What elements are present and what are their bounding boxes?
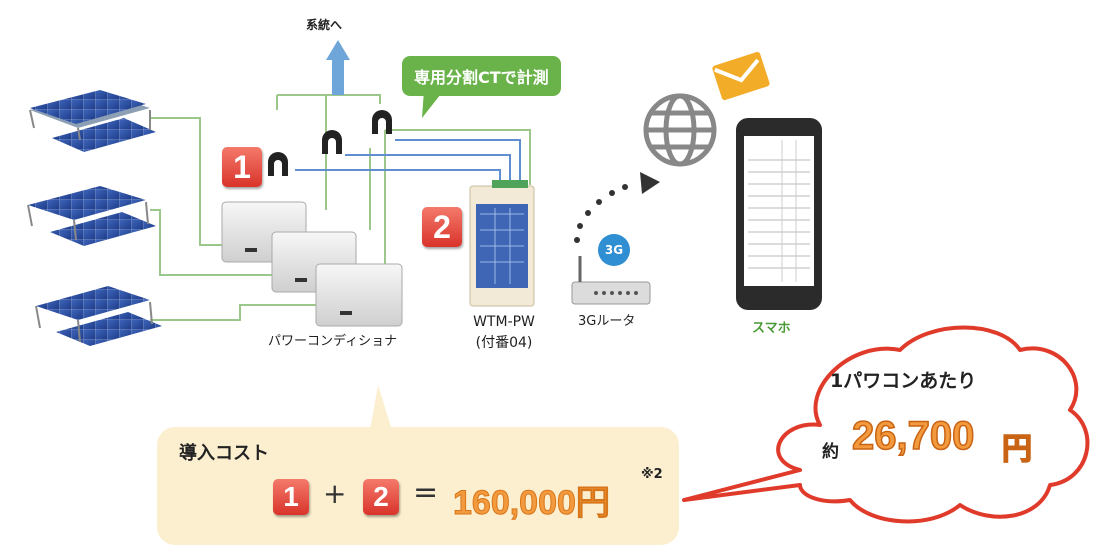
grid-arrow-icon — [326, 40, 350, 95]
solar-panel-icon — [29, 90, 156, 152]
ct-callout: 専用分割CTで計測 — [402, 56, 561, 96]
per-unit-prefix: 約 — [822, 442, 839, 462]
equals-sign: = — [413, 475, 439, 510]
per-unit-title: 1パワコンあたり — [830, 370, 977, 392]
signal-arc-icon — [574, 172, 660, 243]
cost-badge-1: 1 — [273, 479, 309, 515]
wtm-name-label: WTM-PW — [473, 314, 535, 330]
per-unit-unit: 円 — [1001, 432, 1033, 467]
per-unit-value: 26,700 — [851, 413, 975, 459]
router-label: 3Gルータ — [578, 314, 636, 329]
cost-badge-2: 2 — [363, 479, 399, 515]
callout-tail — [422, 90, 444, 118]
wtm-badge: 2 — [422, 207, 462, 247]
cost-pointer — [370, 385, 392, 430]
router-icon — [571, 256, 651, 305]
cost-note: ※2 — [641, 467, 663, 482]
ct-badge: 1 — [222, 147, 262, 187]
grid-label: 系統へ — [306, 18, 343, 32]
ct-wiring — [295, 139, 521, 185]
ct-clamp-icon — [268, 110, 392, 176]
wtm-sub-label: (付番04) — [475, 335, 533, 351]
plus-sign: + — [323, 477, 347, 510]
solar-panel-icon — [35, 286, 162, 346]
pcs-label: パワーコンディショナ — [268, 334, 398, 349]
3g-badge: 3G — [598, 234, 630, 266]
mail-icon — [712, 51, 770, 101]
smartphone-icon — [736, 118, 822, 310]
wtm-device-icon — [469, 180, 535, 307]
phone-label: スマホ — [752, 321, 791, 336]
solar-panel-icon — [27, 186, 156, 246]
cost-title: 導入コスト — [179, 443, 269, 464]
power-conditioner-icon — [315, 263, 403, 327]
cost-amount: 160,000円 — [453, 484, 611, 523]
globe-icon — [643, 93, 717, 167]
cloud-bubble — [682, 325, 1090, 524]
cost-box: 導入コスト 1 + 2 = 160,000円 ※2 — [157, 427, 679, 545]
